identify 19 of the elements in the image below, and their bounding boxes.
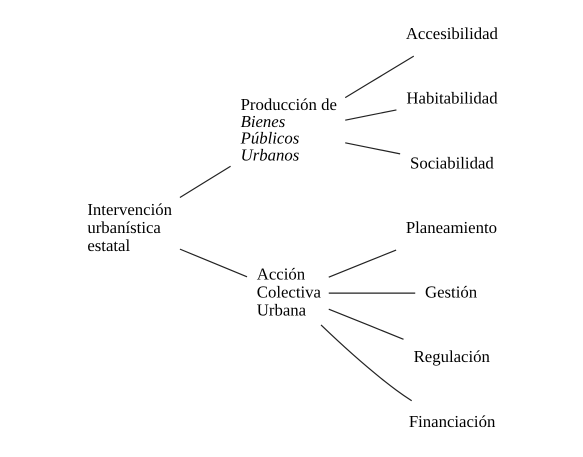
- node-text: Planeamiento: [406, 218, 498, 237]
- node-text: Sociabilidad: [410, 153, 494, 172]
- node-text: Intervención urbanística estatal: [87, 200, 172, 255]
- connector: [328, 249, 396, 278]
- connector: [180, 248, 248, 278]
- node-text: Accesibilidad: [406, 24, 498, 43]
- node-text: Financiación: [408, 412, 496, 431]
- node-text: Gestión: [424, 282, 478, 302]
- connector: [345, 109, 397, 121]
- connector: [328, 308, 404, 340]
- node-text: Producción de Bienes Públicos Urbanos: [240, 95, 337, 164]
- connector: [344, 56, 414, 98]
- connector: [328, 292, 416, 294]
- connector: [345, 142, 400, 154]
- node-text: Acción Colectiva Urbana: [256, 264, 321, 320]
- node-text: Regulación: [414, 347, 490, 366]
- connector: [320, 324, 412, 402]
- connector: [180, 166, 231, 198]
- node-text: Habitabilidad: [406, 88, 498, 108]
